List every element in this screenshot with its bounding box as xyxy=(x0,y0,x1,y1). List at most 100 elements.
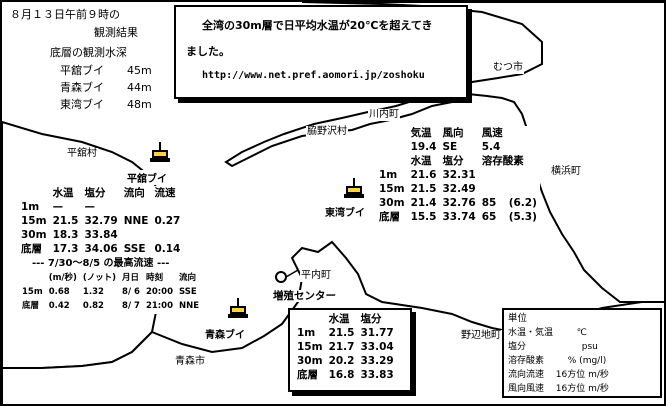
table-cell: 1m xyxy=(379,169,398,181)
table-cell: 0.14 xyxy=(154,243,181,255)
table-cell: 21.4 xyxy=(410,197,437,209)
higashiwan-panel: 気温 風向 風速 19.4 SE 5.4 水温 塩分 溶存酸素 1m 21.6 xyxy=(376,126,540,224)
place-nohechi: 野辺地町 xyxy=(460,330,502,342)
legend-label: 流向流速 xyxy=(508,370,545,380)
table-cell: 31.77 xyxy=(360,327,394,339)
table-cell: 30m xyxy=(21,229,47,241)
table-cell: 1.32 xyxy=(82,287,104,297)
table-header: 月日 xyxy=(122,273,140,283)
result-line: 観測結果 xyxy=(94,26,138,39)
place-center: 増殖センター xyxy=(272,290,337,302)
table-cell: (5.3) xyxy=(508,211,537,223)
notice-url[interactable]: http://www.net.pref.aomori.jp/zoshoku xyxy=(202,70,425,81)
table-row: 底層 16.8 33.83 xyxy=(294,368,397,382)
table-row: 水温 塩分 流向 流速 xyxy=(18,186,183,200)
table-cell: 18.3 xyxy=(52,229,79,241)
legend-row: 水温・気温 ℃ xyxy=(508,326,656,340)
table-header: 時刻 xyxy=(145,273,163,283)
buoy-tairadate-label: 平舘ブイ xyxy=(126,170,168,185)
table-header: 風速 xyxy=(481,127,503,139)
max-speed-title: --- 7/30～8/5 の最高流速 --- xyxy=(32,258,170,269)
legend-label: 風向風速 xyxy=(508,384,545,394)
table-cell: 底層 xyxy=(379,211,400,223)
table-cell: 30m xyxy=(379,197,405,209)
table-row: 水温 塩分 溶存酸素 xyxy=(376,154,540,168)
table-row: 19.4 SE 5.4 xyxy=(376,140,540,154)
place-wakinosawa: 脇野沢村 xyxy=(306,126,348,138)
buoy-aomori-label: 青森ブイ xyxy=(204,326,246,341)
table-cell: 21.7 xyxy=(328,341,355,353)
table-header: 塩分 xyxy=(442,155,464,167)
table-cell: 21:00 xyxy=(145,301,173,311)
table-header: (ノット) xyxy=(82,273,117,283)
table-row: 1m 21.5 31.77 xyxy=(294,326,397,340)
table-cell xyxy=(479,168,506,182)
table-cell xyxy=(479,182,506,196)
table-cell: 20:00 xyxy=(145,287,173,297)
table-cell: 0.42 xyxy=(48,301,70,311)
notice-line1: 全湾の30m層で日平均水温が20℃を超えてき xyxy=(202,19,433,32)
table-cell: 32.79 xyxy=(84,215,118,227)
table-cell: 0.27 xyxy=(154,215,181,227)
table-cell: NNE xyxy=(179,301,200,311)
table-cell: (6.2) xyxy=(508,197,537,209)
legend-title: 単位 xyxy=(508,313,528,324)
legend-label: 水温・気温 xyxy=(508,328,554,338)
legend-row: 流向流速 16方位 m/秒 xyxy=(508,368,656,382)
table-cell: 15.5 xyxy=(410,211,437,223)
table-cell: 19.4 xyxy=(410,141,437,153)
place-aomori: 青森市 xyxy=(174,356,206,368)
table-cell: 33.04 xyxy=(360,341,394,353)
table-row: 30m 18.3 33.84 xyxy=(18,228,183,242)
table-header: 塩分 xyxy=(360,313,382,325)
table-row: 15m 21.5 32.79 NNE 0.27 xyxy=(18,214,183,228)
center-pointer xyxy=(285,269,299,278)
depth-row-name: 青森ブイ xyxy=(60,81,104,94)
table-row: 底層 17.3 34.06 SSE 0.14 xyxy=(18,242,183,256)
legend-row: 風向風速 16方位 m/秒 xyxy=(508,382,656,396)
table-cell: 32.31 xyxy=(442,169,476,181)
table-cell: 34.06 xyxy=(84,243,118,255)
date-line: ８月１３日午前９時の xyxy=(10,8,120,21)
depth-row-name: 東湾ブイ xyxy=(60,98,104,111)
legend-unit: % (mg/l) xyxy=(567,356,607,366)
table-cell: 1m xyxy=(297,327,316,339)
table-row: 気温 風向 風速 xyxy=(376,126,540,140)
table-cell: 21.5 xyxy=(52,215,79,227)
table-cell: 21.6 xyxy=(410,169,437,181)
legend-unit: psu xyxy=(581,342,598,352)
table-header: 塩分 xyxy=(84,187,106,199)
depth-title: 底層の観測水深 xyxy=(50,46,127,59)
table-cell: 33.84 xyxy=(84,229,118,241)
table-cell xyxy=(151,228,183,242)
buoy-aomori-icon xyxy=(226,298,250,328)
depth-row: 東湾ブイ 48m xyxy=(60,98,152,111)
table-cell xyxy=(151,200,183,214)
units-legend: 単位 水温・気温 ℃ 塩分 psu 溶存酸素 % (mg/l) 流向流速 16方… xyxy=(502,308,662,398)
notice-line2: ました。 xyxy=(186,45,230,58)
table-cell: 8/ 6 xyxy=(122,287,140,297)
table-cell: 8/ 7 xyxy=(122,301,140,311)
table-header: 風向 xyxy=(442,127,464,139)
table-header: 流向 xyxy=(123,187,145,199)
table-cell xyxy=(506,168,540,182)
table-cell: SSE xyxy=(179,287,197,297)
depth-row-value: 44m xyxy=(127,81,152,94)
table-row: 水温 塩分 xyxy=(294,312,397,326)
place-hiranai: 平内町 xyxy=(300,270,332,282)
table-header: 溶存酸素 xyxy=(481,155,524,167)
table-cell: 15m xyxy=(379,183,405,195)
table-row: 1m 21.6 32.31 xyxy=(376,168,540,182)
table-cell: 20.2 xyxy=(328,355,355,367)
table-cell: 底層 xyxy=(297,369,318,381)
table-cell: 21.5 xyxy=(328,327,355,339)
table-cell: — xyxy=(52,201,64,213)
place-mutsu: むつ市 xyxy=(492,62,524,74)
table-row: 15m 21.5 32.49 xyxy=(376,182,540,196)
legend-row: 塩分 psu xyxy=(508,340,656,354)
legend-row: 溶存酸素 % (mg/l) xyxy=(508,354,656,368)
tairadate-panel: 水温 塩分 流向 流速 1m — — 15m 21.5 32.79 NNE 0.… xyxy=(18,186,204,314)
table-cell: SE xyxy=(442,141,458,153)
table-cell: 85 xyxy=(481,197,497,209)
